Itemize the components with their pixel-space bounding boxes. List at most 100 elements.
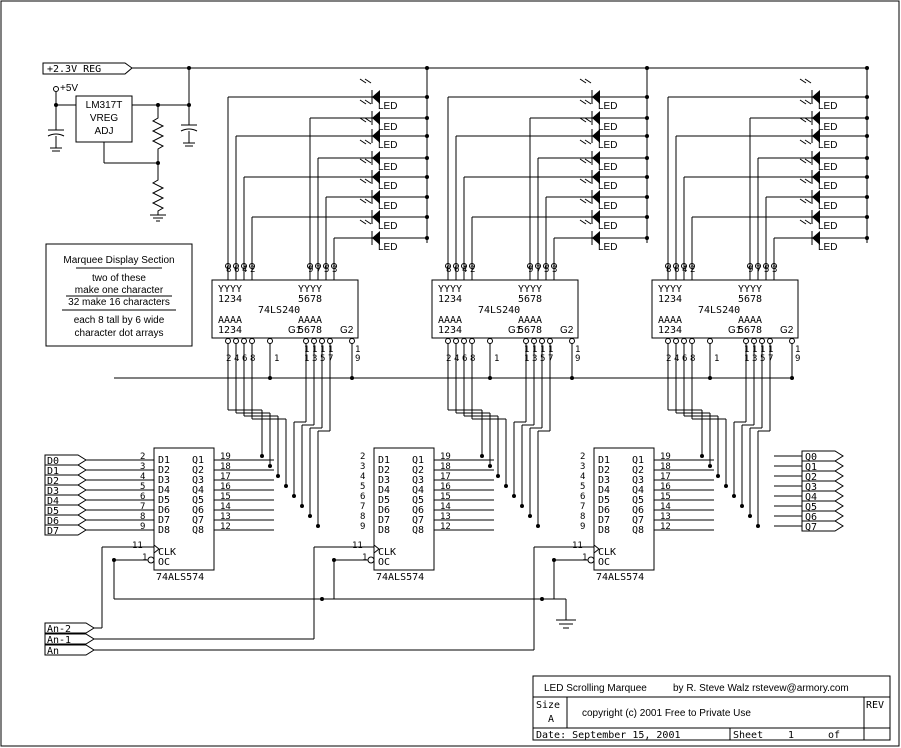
- data-output-label: Q6: [805, 512, 817, 523]
- buffer-a-right: AAAA: [518, 315, 542, 326]
- data-input-d2: D2: [44, 474, 154, 487]
- latch-q-label: Q2: [192, 465, 204, 476]
- latch-q-label: Q5: [632, 495, 644, 506]
- data-output-label: Q0: [805, 452, 817, 463]
- latch-q-label: Q5: [192, 495, 204, 506]
- latch-d-label: D2: [598, 465, 610, 476]
- buffer-pin-g2b: 9: [575, 354, 580, 364]
- buffer-y-right: YYYY: [738, 284, 762, 295]
- buffer-pin-bottom-left: 2: [446, 354, 451, 364]
- latch-d-pin: 5: [140, 482, 145, 492]
- latch-d-pin: 8: [140, 512, 145, 522]
- buffer-pin-bottom-right: 1: [540, 345, 545, 355]
- latch-d-label: D1: [158, 455, 170, 466]
- led-label: LED: [598, 221, 617, 232]
- latch-q-pin: 15: [660, 492, 671, 502]
- latch-d-label: D4: [158, 485, 170, 496]
- latch-oc-pin: 1: [582, 553, 587, 563]
- latch-q-label: Q3: [192, 475, 204, 486]
- latch-d-pin: 9: [140, 522, 145, 532]
- led-2-3: LED: [455, 117, 649, 268]
- buffer-pin-top-right: 7: [316, 265, 321, 275]
- latch-q-label: Q7: [632, 515, 644, 526]
- latch-q-label: Q1: [412, 455, 424, 466]
- latch-clk-pin: 11: [572, 541, 583, 551]
- buffer-in-right: 5678: [518, 325, 542, 336]
- latch-clk-label: CLK: [598, 547, 616, 558]
- buffer-pin-bottom-right2: 5: [760, 354, 765, 364]
- led-label: LED: [818, 101, 837, 112]
- latch-q-pin: 18: [220, 462, 231, 472]
- latch-q-pin: 13: [440, 512, 451, 522]
- buffer-pin-bottom-right: 1: [320, 345, 325, 355]
- buffer-pin-top-right: 5: [324, 265, 329, 275]
- latch-q-label: Q6: [412, 505, 424, 516]
- latch-d-label: D6: [598, 505, 610, 516]
- info-title: Marquee Display Section: [63, 255, 174, 266]
- buffer-pin-top-right: 5: [544, 265, 549, 275]
- buffer-a-left: AAAA: [438, 315, 462, 326]
- led-2-6: LED: [545, 178, 649, 268]
- buffer-pin-bottom-right2: 7: [768, 354, 773, 364]
- buffer-a-right: AAAA: [298, 315, 322, 326]
- sheet-label: Sheet: [733, 730, 763, 741]
- buffer-in-left: 1234: [438, 325, 462, 336]
- led-2-1: LED: [447, 78, 649, 268]
- led-2-7: LED: [471, 198, 649, 268]
- buffer-pin-g2a: 1: [575, 345, 580, 355]
- latch-d-label: D8: [158, 525, 170, 536]
- latch-q-label: Q3: [412, 475, 424, 486]
- buffer-pin-top-left: 2: [250, 265, 255, 275]
- latch-oc-pin: 1: [142, 553, 147, 563]
- info-line-5: character dot arrays: [75, 328, 164, 339]
- data-output-label: Q7: [805, 522, 817, 533]
- led-3-3: LED: [675, 117, 869, 268]
- buffer-pin-bottom-right: 1: [524, 345, 529, 355]
- latch-d-label: D6: [378, 505, 390, 516]
- latch-q-label: Q4: [192, 485, 204, 496]
- display-section-1: LEDLEDLEDLEDLEDLEDLEDLEDYYYY1234YYYY5678…: [112, 66, 429, 599]
- led-2-5: LED: [463, 158, 649, 268]
- latch-q-label: Q8: [632, 525, 644, 536]
- led-label: LED: [378, 242, 397, 253]
- buffer-pin-top-left: 6: [234, 265, 239, 275]
- buffer-pin-top-right: 3: [332, 265, 337, 275]
- buffer-a-left: AAAA: [658, 315, 682, 326]
- latch-q-label: Q5: [412, 495, 424, 506]
- latch-d-pin: 4: [580, 472, 585, 482]
- data-output-label: Q2: [805, 472, 817, 483]
- data-input-label: D5: [47, 506, 59, 517]
- buffer-pin-bottom-right: 1: [304, 345, 309, 355]
- address-input-1: An-2: [44, 622, 95, 635]
- latch-q-pin: 19: [660, 452, 671, 462]
- buffer-pin-top-left: 6: [674, 265, 679, 275]
- data-input-d6: D6: [44, 514, 154, 527]
- buffer-pin-bottom-left: 8: [250, 354, 255, 364]
- latch-q-label: Q2: [412, 465, 424, 476]
- latch-q-label: Q4: [412, 485, 424, 496]
- led-label: LED: [378, 122, 397, 133]
- latch-d-pin: 2: [360, 452, 365, 462]
- buffer-pin-top-right: 3: [772, 265, 777, 275]
- buffer-pin-bottom-right2: 5: [540, 354, 545, 364]
- info-box: Marquee Display Section two of these mak…: [45, 243, 193, 347]
- address-input-2: An-1: [44, 633, 95, 646]
- latch-d-label: D2: [378, 465, 390, 476]
- buffer-out-left: 1234: [658, 294, 682, 305]
- latch-part-label: 74ALS574: [596, 572, 644, 583]
- latch-oc-label: OC: [598, 557, 610, 568]
- led-label: LED: [598, 242, 617, 253]
- buffer-g2: G2: [340, 325, 354, 336]
- buffer-pin-g1: 1: [494, 354, 499, 364]
- latch-d-pin: 4: [140, 472, 145, 482]
- buffer-pin-top-right: 3: [552, 265, 557, 275]
- latch-q-pin: 15: [220, 492, 231, 502]
- latch-d-label: D1: [598, 455, 610, 466]
- buffer-a-left: AAAA: [218, 315, 242, 326]
- data-input-d5: D5: [44, 504, 154, 517]
- led-label: LED: [378, 140, 397, 151]
- io-ports: D0D1D2D3D4D5D6D7Q0Q1Q2Q3Q4Q5Q6Q7An-2An-1…: [44, 450, 844, 657]
- buffer-g2: G2: [780, 325, 794, 336]
- latch-d-pin: 7: [360, 502, 365, 512]
- led-1-1: LED: [227, 78, 429, 268]
